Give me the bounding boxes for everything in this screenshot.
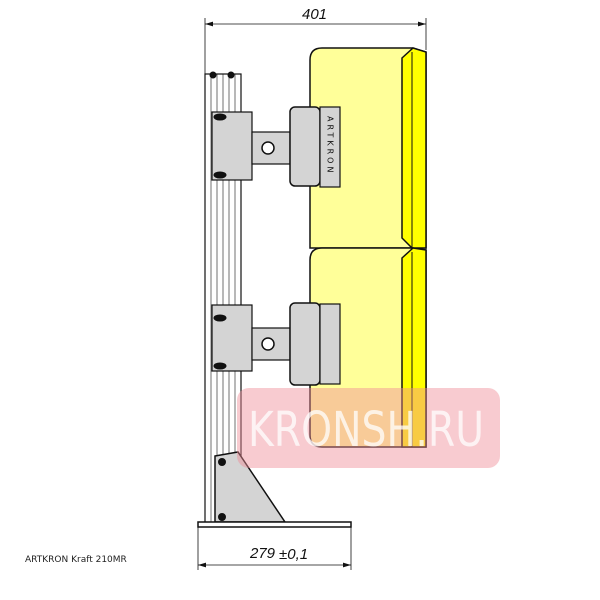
upper-arm-assembly: ARTKRON xyxy=(211,106,341,188)
top-dimension: 401 xyxy=(204,6,427,78)
bottom-dimension-tolerance: ±0,1 xyxy=(279,546,308,563)
bottom-dimension-value: 279 xyxy=(249,545,276,562)
monitor-upper xyxy=(309,47,427,249)
model-caption: ARTKRON Kraft 210MR xyxy=(25,555,127,565)
watermark-text: KRONSH.RU xyxy=(248,402,484,458)
watermark: KRONSH.RU xyxy=(237,388,500,468)
monitor-lower xyxy=(309,247,427,448)
base xyxy=(197,451,352,528)
bracket-label: ARTKRON xyxy=(326,116,335,175)
top-dimension-value: 401 xyxy=(302,6,327,23)
lower-arm-assembly xyxy=(211,302,341,386)
bottom-dimension: 279 ±0,1 xyxy=(197,527,352,570)
